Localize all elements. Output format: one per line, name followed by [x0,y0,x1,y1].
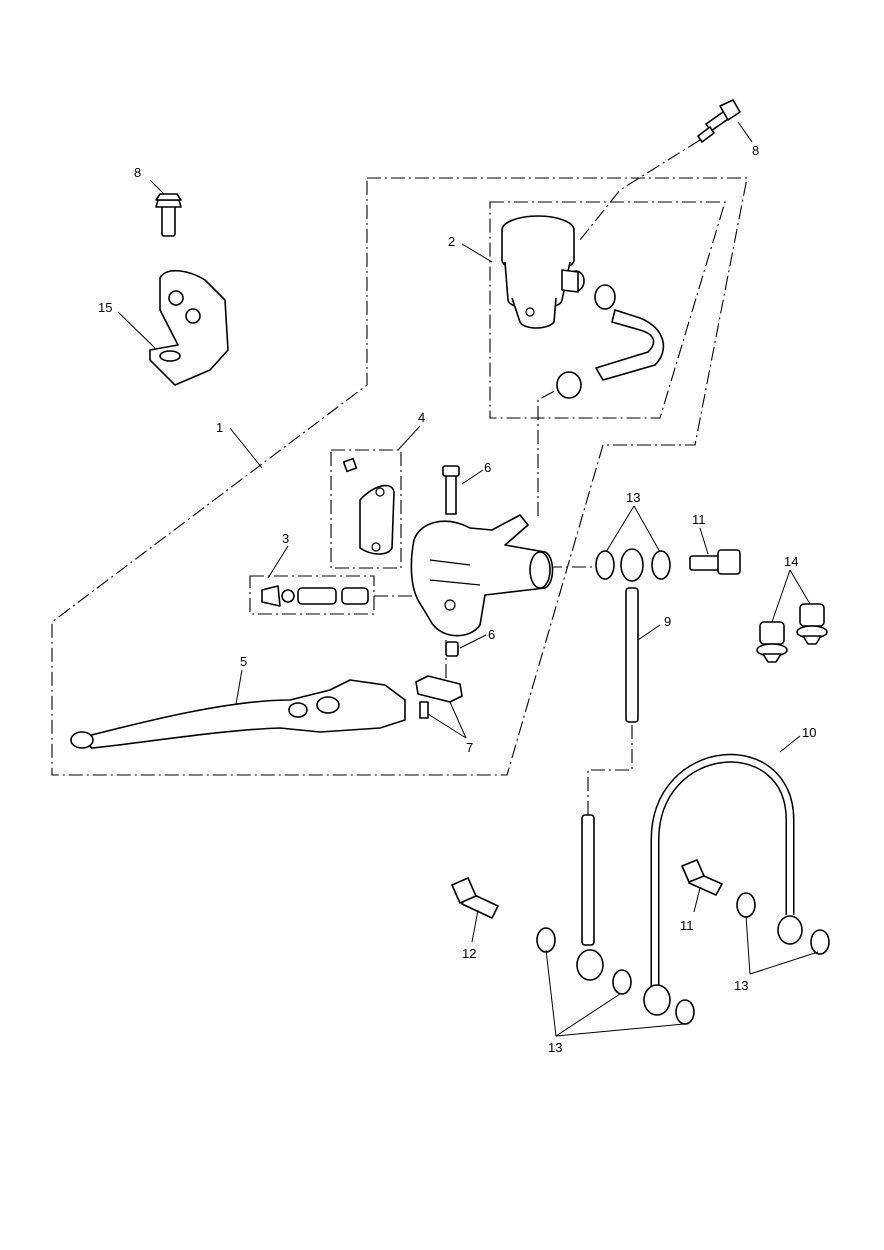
callout-13-lower-left: 13 [548,1040,562,1055]
bolt-left-part [155,193,182,237]
piston-kit-outline [249,575,375,615]
callout-7: 7 [466,740,473,755]
master-cylinder-body-part [410,514,554,637]
bolt-right-part [697,99,741,143]
piston-kit-part [261,585,369,607]
brake-hose-lower-part [536,814,632,995]
callout-4: 4 [418,410,425,425]
brake-hose-short-part [595,548,671,723]
reservoir-part [501,215,665,399]
reservoir-assembly-outline [489,201,726,419]
callout-11-lower: 11 [680,918,694,933]
callout-14: 14 [784,554,798,569]
banjo-bolt-top-part [689,549,741,575]
callouts: 1 2 3 4 5 6 6 7 8 8 9 10 11 11 12 13 [98,121,819,1055]
callout-2: 2 [448,234,455,249]
bolt-to-reservoir-path [579,139,701,241]
bleed-valve-part [756,603,828,663]
callout-6-upper: 6 [484,460,491,475]
assembly-outlines [51,139,748,815]
callout-11-upper: 11 [692,512,706,527]
callout-15: 15 [98,300,112,315]
callout-8-left: 8 [134,165,141,180]
clamp-assembly-outline [330,449,402,569]
callout-8-right: 8 [752,143,759,158]
callout-13-lower-right: 13 [734,978,748,993]
callout-9: 9 [664,614,671,629]
callout-10: 10 [802,725,816,740]
banjo-to-hose-path [548,566,633,815]
hose-to-body-path [537,379,576,520]
callout-13-top: 13 [626,490,640,505]
master-cylinder-assembly-outline [51,177,748,776]
callout-12: 12 [462,946,476,961]
banjo-bolt-lower-part [451,859,723,919]
pivot-block-part [415,675,463,719]
clamp-part [342,457,395,555]
callout-1: 1 [216,420,223,435]
pivot-bolt-part [442,465,460,657]
callout-5: 5 [240,654,247,669]
bracket-part [149,269,229,386]
brake-lever-part [70,679,406,749]
brake-hose-loop-part [643,753,830,1025]
callout-6-lower: 6 [488,627,495,642]
callout-3: 3 [282,531,289,546]
